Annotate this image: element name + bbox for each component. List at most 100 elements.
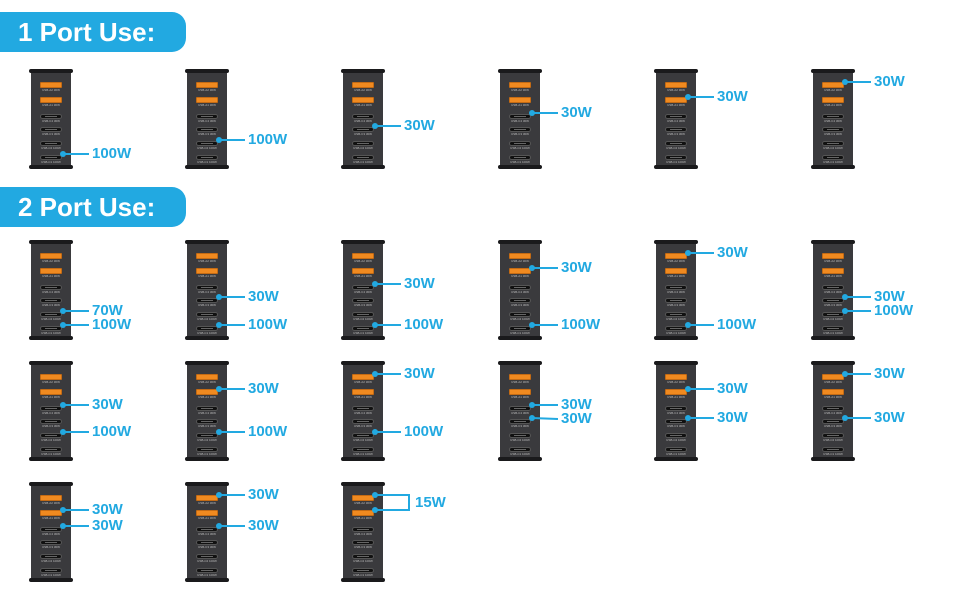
usb-c-port — [822, 311, 844, 317]
usb-c-port — [196, 567, 218, 573]
port-label: USB-C4 30W — [41, 290, 60, 294]
port-label: USB-A1 30W — [354, 274, 372, 278]
usb-c-port — [822, 113, 844, 119]
section-title-2-port: 2 Port Use: — [0, 187, 186, 227]
usb-a-port — [822, 268, 844, 274]
port-label: USB-A1 30W — [354, 103, 372, 107]
usb-c-port — [40, 126, 62, 132]
port-label: USB-C2 100W — [510, 438, 530, 442]
port-label: USB-A2 30W — [824, 259, 842, 263]
usb-c-port — [509, 113, 531, 119]
usb-a-port — [196, 268, 218, 274]
callout-line — [375, 283, 401, 285]
usb-a-port — [822, 374, 844, 380]
usb-c-port — [509, 140, 531, 146]
usb-c-port — [40, 297, 62, 303]
port-label: USB-A2 30W — [198, 259, 216, 263]
port-label: USB-A2 30W — [354, 380, 372, 384]
usb-a-port — [509, 253, 531, 259]
port-label: USB-A1 30W — [824, 274, 842, 278]
port-label: USB-A2 30W — [354, 88, 372, 92]
port-label: USB-A1 30W — [824, 103, 842, 107]
usb-a-port — [352, 253, 374, 259]
usb-c-port — [509, 418, 531, 424]
port-label: USB-C3 30W — [666, 303, 685, 307]
usb-c-port — [665, 154, 687, 160]
callout-line — [688, 417, 714, 419]
port-label: USB-C3 30W — [823, 303, 842, 307]
usb-c-port — [509, 432, 531, 438]
port-label: USB-A2 30W — [42, 259, 60, 263]
usb-a-port — [196, 495, 218, 501]
usb-c-port — [352, 113, 374, 119]
usb-c-port — [40, 113, 62, 119]
usb-a-port — [822, 253, 844, 259]
port-label: USB-C1 100W — [353, 452, 373, 456]
usb-c-port — [822, 140, 844, 146]
port-label: USB-C3 30W — [197, 545, 216, 549]
callout-line — [63, 525, 89, 527]
usb-c-port — [822, 432, 844, 438]
callout-line — [219, 296, 245, 298]
port-label: USB-C1 100W — [666, 160, 686, 164]
usb-a-port — [196, 510, 218, 516]
port-label: USB-A1 30W — [198, 516, 216, 520]
usb-c-port — [665, 140, 687, 146]
usb-c-port — [509, 325, 531, 331]
usb-c-port — [352, 539, 374, 545]
usb-a-port — [196, 82, 218, 88]
usb-a-port — [40, 510, 62, 516]
usb-a-port — [352, 97, 374, 103]
usb-a-port — [509, 268, 531, 274]
usb-c-port — [40, 553, 62, 559]
usb-c-port — [352, 325, 374, 331]
port-label: USB-A2 30W — [354, 259, 372, 263]
usb-a-port — [352, 268, 374, 274]
wattage-label: 30W — [874, 288, 905, 305]
usb-a-port — [196, 253, 218, 259]
callout-line — [219, 139, 245, 141]
usb-a-port — [40, 82, 62, 88]
usb-c-port — [509, 284, 531, 290]
port-label: USB-A1 30W — [667, 274, 685, 278]
usb-a-port — [665, 82, 687, 88]
usb-c-port — [352, 405, 374, 411]
usb-c-port — [352, 432, 374, 438]
port-label: USB-C3 30W — [666, 424, 685, 428]
section-title-1-port: 1 Port Use: — [0, 12, 186, 52]
port-label: USB-C4 30W — [823, 119, 842, 123]
usb-a-port — [509, 97, 531, 103]
usb-a-port — [822, 97, 844, 103]
usb-c-port — [822, 418, 844, 424]
usb-c-port — [352, 311, 374, 317]
callout-line — [688, 324, 714, 326]
usb-c-port — [352, 297, 374, 303]
callout-line — [532, 404, 558, 406]
usb-c-port — [352, 154, 374, 160]
callout-line — [532, 267, 558, 269]
port-label: USB-C3 30W — [41, 545, 60, 549]
port-label: USB-A1 30W — [511, 103, 529, 107]
usb-a-port — [665, 253, 687, 259]
wattage-label: 30W — [92, 501, 123, 518]
usb-c-port — [665, 113, 687, 119]
usb-c-port — [665, 325, 687, 331]
port-label: USB-C4 30W — [353, 411, 372, 415]
callout-line — [688, 388, 714, 390]
port-label: USB-A2 30W — [511, 88, 529, 92]
port-label: USB-C1 100W — [41, 331, 61, 335]
usb-c-port — [40, 539, 62, 545]
usb-a-port — [40, 97, 62, 103]
port-label: USB-A1 30W — [42, 274, 60, 278]
usb-c-port — [509, 311, 531, 317]
port-label: USB-A1 30W — [667, 103, 685, 107]
